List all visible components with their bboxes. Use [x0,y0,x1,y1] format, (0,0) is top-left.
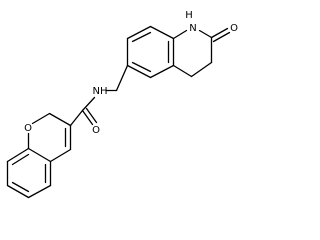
bond-co-c3 [69,109,84,127]
bond-c6-c5-inner [131,61,152,73]
bond-c2-o-a [210,27,229,39]
structure-drawing: H N O NH O O [6,10,238,199]
bond-n1-c2 [198,29,213,39]
lactam-o-label: O [230,23,238,34]
bond-c6-c7 [6,184,30,199]
dihydroquinolinone-moiety [126,25,231,79]
chromene-moiety [6,112,72,199]
bond-c8a-n1 [172,29,188,40]
lactam-n-label: N [189,23,196,34]
amide-linker [69,64,129,127]
bond-c6-c7-inner [11,181,30,193]
lactam-h-label: H [185,10,193,21]
bond-c3-c4 [190,61,213,78]
bond-c4-c4a [49,148,72,163]
ring-o-label: O [24,123,32,134]
bond-c3-c2h2 [48,112,72,127]
bond-c2-o-b [212,31,231,43]
amide-o-label: O [92,125,100,136]
bond-c6-ch2 [115,64,129,92]
bond-c2h2-o1 [31,112,51,125]
bond-c8-c8a [6,147,30,163]
molecule-diagram: H N O NH O O [6,10,238,199]
bond-co-o-a [81,109,94,126]
bond-nh-co [81,96,96,112]
bond-c4-c4a [172,64,193,78]
bond-c5-c4a [149,64,175,79]
bond-c8-c8a-inner [11,153,30,166]
bond-c8-c7 [126,25,152,40]
atom-labels: H N O NH O O [24,10,238,136]
bond-co-o-b [85,107,98,124]
bond-c6-c5 [126,64,152,79]
bond-c8-c7-inner [131,31,152,43]
bond-c8a-c8 [149,25,175,40]
bond-c8a-c4a [27,147,52,163]
bond-c5-c6 [27,184,52,199]
amide-nh-label: NH [93,86,108,97]
